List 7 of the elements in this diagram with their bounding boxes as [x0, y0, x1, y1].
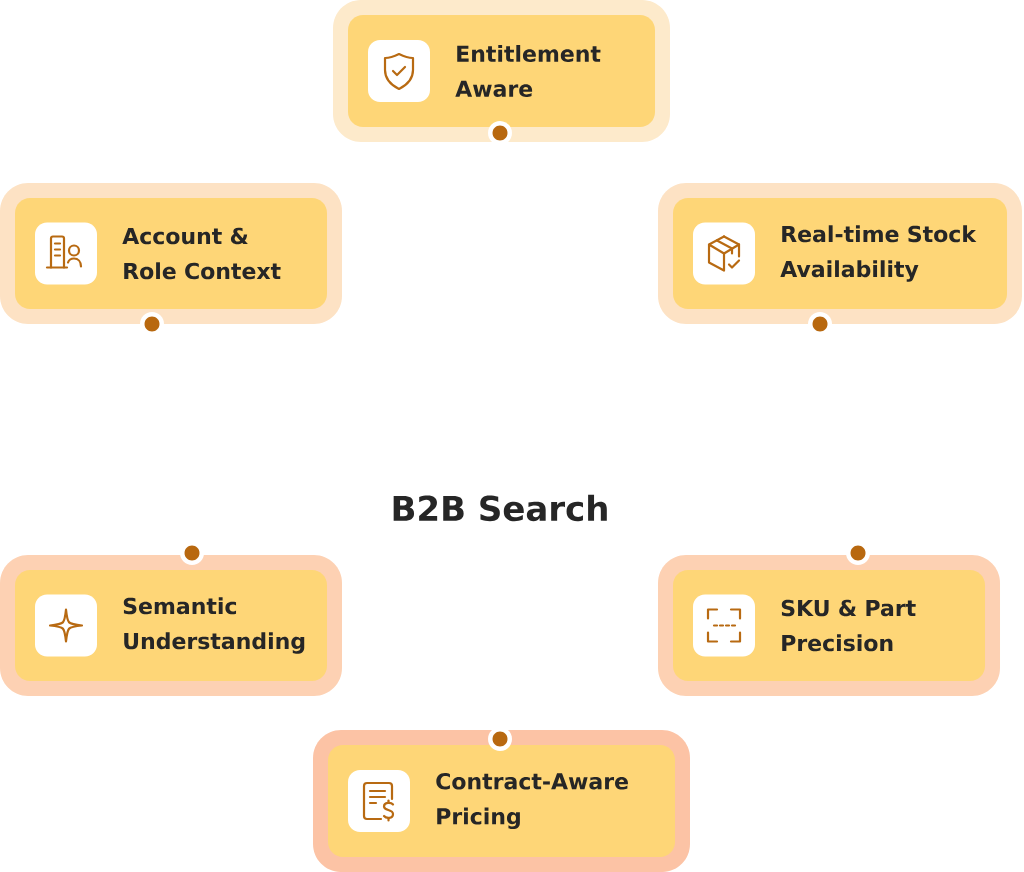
- feature-box: Account & Role Context: [0, 183, 342, 324]
- hub-label: B2B Search: [393, 494, 607, 522]
- feature-box: SKU & Part Precision: [658, 555, 1000, 696]
- feature-box: Contract-Aware Pricing: [313, 730, 690, 872]
- feature-box: Entitlement Aware: [333, 0, 670, 142]
- feature-box: Semantic Understanding: [0, 555, 342, 696]
- feature-box: Real-time Stock Availability: [658, 183, 1022, 324]
